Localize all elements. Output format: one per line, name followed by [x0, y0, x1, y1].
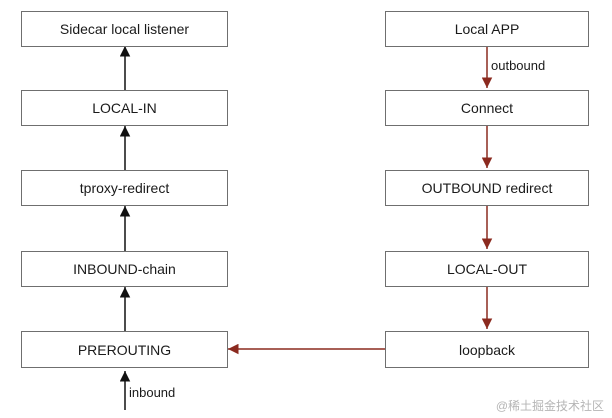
tproxy-redirect-box: tproxy-redirect [21, 170, 228, 206]
inbound-chain-label: INBOUND-chain [73, 261, 176, 277]
tproxy-redirect-label: tproxy-redirect [79, 180, 170, 196]
watermark-text: @稀土掘金技术社区 [495, 399, 604, 413]
local-app-label: Local APP [454, 21, 520, 37]
loopback-label: loopback [458, 341, 516, 358]
outbound-redirect-box: OUTBOUND redirect [385, 170, 589, 206]
sidecar-local-listener-box: Sidecar local listener [21, 11, 228, 47]
connect-label: Connect [460, 100, 514, 116]
sidecar-local-listener-label: Sidecar local listener [59, 21, 190, 37]
local-in-box: LOCAL-IN [21, 90, 228, 126]
connect-box: Connect [385, 90, 589, 126]
inbound-chain-box: INBOUND-chain [21, 251, 228, 287]
inbound-edge-label: inbound [129, 385, 176, 400]
loopback-box: loopback [385, 331, 589, 368]
local-out-label: LOCAL-OUT [446, 261, 528, 277]
local-in-label: LOCAL-IN [92, 100, 157, 116]
outbound-redirect-label: OUTBOUND redirect [421, 180, 553, 196]
prerouting-box: PREROUTING [21, 331, 228, 368]
prerouting-label: PREROUTING [77, 341, 172, 358]
local-out-box: LOCAL-OUT [385, 251, 589, 287]
local-app-box: Local APP [385, 11, 589, 47]
outbound-edge-label: outbound [491, 58, 546, 73]
